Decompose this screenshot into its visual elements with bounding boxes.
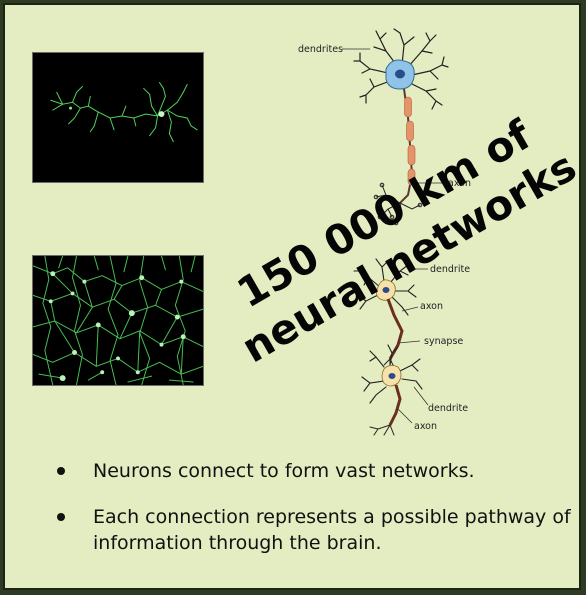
neuron-diagram: dendrites axon	[290, 25, 490, 445]
single-neuron-micrograph	[32, 52, 204, 183]
label-axon-bottom: axon	[414, 421, 437, 432]
neuron-network-micrograph	[32, 255, 204, 386]
label-axon-top: axon	[448, 178, 471, 189]
label-dendrite-2: dendrite	[428, 403, 468, 414]
label-dendrites: dendrites	[298, 44, 343, 55]
label-dendrite-1: dendrite	[430, 264, 470, 275]
bullet-text: Neurons connect to form vast networks.	[93, 460, 475, 482]
top-neuron-dendrites	[353, 28, 449, 110]
top-neuron-axon	[399, 88, 416, 204]
bullet-dot-icon	[57, 513, 65, 521]
bullet-item: Neurons connect to form vast networks.	[57, 458, 577, 484]
label-synapse: synapse	[424, 336, 463, 347]
bullet-dot-icon	[57, 467, 65, 475]
bullet-list: Neurons connect to form vast networks. E…	[57, 458, 577, 576]
lower-neuron-dendrites	[361, 344, 423, 404]
middle-neuron-dendrites	[353, 258, 417, 316]
bullet-item: Each connection represents a possible pa…	[57, 504, 577, 556]
top-neuron-axon-terminals	[373, 182, 423, 226]
label-axon-mid: axon	[420, 301, 443, 312]
bullet-text: Each connection represents a possible pa…	[93, 506, 571, 554]
slide: dendrites axon	[3, 3, 581, 590]
